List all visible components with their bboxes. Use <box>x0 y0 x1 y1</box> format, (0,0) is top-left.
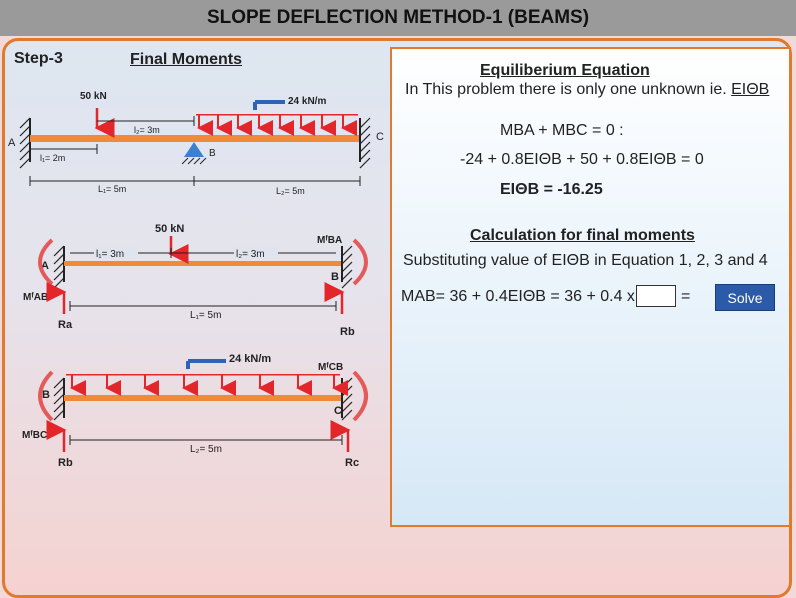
beam1-label-b: B <box>209 148 216 159</box>
beam-2-diagram: A B MᶠAB MᶠBA 50 kN l₁= 3m l₂= 3m Ra Rb … <box>23 223 368 338</box>
hatch-c <box>359 117 371 169</box>
equilibrium-heading: Equiliberium Equation <box>480 62 650 79</box>
beam2-rb-label: Rb <box>340 326 355 338</box>
pin-support-b <box>184 142 204 157</box>
page-title: SLOPE DEFLECTION METHOD-1 (BEAMS) <box>0 0 796 36</box>
beam2-point-load-label: 50 kN <box>155 223 184 235</box>
equation-1: MBA + MBC = 0 : <box>500 122 624 139</box>
substitution-text: Substituting value of EIΘB in Equation 1… <box>403 252 768 269</box>
beam1-udl-label: 24 kN/m <box>288 96 326 107</box>
beam2-label-b: B <box>331 271 339 283</box>
beam3-label-b: B <box>42 389 50 401</box>
udl-indicator-arrow <box>253 100 285 110</box>
udl-arrows <box>197 115 357 136</box>
beam3-L2-label: L₂= 5m <box>190 444 222 455</box>
beam3-rc-label: Rc <box>345 457 359 469</box>
equation-2: -24 + 0.8EIΘB + 50 + 0.8EIΘB = 0 <box>460 151 704 168</box>
beam-1-diagram: A C B 50 kN <box>8 91 384 196</box>
answer-input[interactable] <box>636 285 676 307</box>
beam2-mfab-label: MᶠAB <box>23 292 48 303</box>
beam3-udl-line <box>66 374 340 376</box>
beam2-L1-label: L₁= 5m <box>190 310 221 321</box>
beam3-udl-arrows <box>70 375 348 396</box>
beam2-label-a: A <box>41 260 49 272</box>
beam-2 <box>64 261 342 266</box>
beam2-l2-label: l₂= 3m <box>236 249 265 260</box>
equals-sign: = <box>681 288 691 305</box>
beam-diagrams: A C B 50 kN <box>8 91 384 469</box>
beam3-mfcb-label: MᶠCB <box>318 362 343 373</box>
beam2-ra-label: Ra <box>58 319 73 331</box>
intro-text: In This problem there is only one unknow… <box>405 81 769 99</box>
beam3-mfbc-label: MᶠBC <box>22 430 47 441</box>
beam2-l1-label: l₁= 3m <box>96 249 124 260</box>
section-title: Final Moments <box>130 51 243 68</box>
beam1-L1-label: L₁= 5m <box>98 184 126 194</box>
solve-button[interactable]: Solve <box>715 284 775 311</box>
hatch-b <box>181 157 207 165</box>
equation-3-result: EIΘB = -16.25 <box>500 181 603 198</box>
moment-arc-fcb <box>352 370 368 422</box>
moment-arc-fba <box>352 238 368 286</box>
beam1-l1-label: l₁= 2m <box>40 153 65 163</box>
hatch-a <box>19 117 31 169</box>
beam1-L2-label: L₂= 5m <box>276 186 305 196</box>
intro-text-main: In This problem there is only one unknow… <box>405 81 732 98</box>
beam1-label-c: C <box>376 131 384 143</box>
udl-line <box>196 114 358 116</box>
calc-heading: Calculation for final moments <box>470 227 695 244</box>
step-label: Step-3 <box>14 50 63 67</box>
moment-arc-fab <box>38 238 54 286</box>
beam1-l2-label: l₂= 3m <box>134 125 160 135</box>
beam3-rb-label: Rb <box>58 457 73 469</box>
beam3-udl-indicator <box>186 359 226 369</box>
beam1-point-load-label: 50 kN <box>80 91 107 102</box>
mab-expression: MAB= 36 + 0.4EIΘB = 36 + 0.4 x <box>401 288 635 305</box>
moment-arc-fbc <box>38 370 54 422</box>
beam3-udl-label: 24 kN/m <box>229 353 271 365</box>
beam-3-diagram: B C MᶠBC MᶠCB 24 kN/m Rb Rc L₂= 5m <box>22 353 368 469</box>
beam3-label-c: C <box>334 405 342 417</box>
beam1-label-a: A <box>8 137 16 149</box>
beam2-mfba-label: MᶠBA <box>317 235 342 246</box>
beam-3 <box>64 395 342 401</box>
beam-1 <box>30 135 360 142</box>
intro-unknown: EIΘB <box>731 81 770 98</box>
